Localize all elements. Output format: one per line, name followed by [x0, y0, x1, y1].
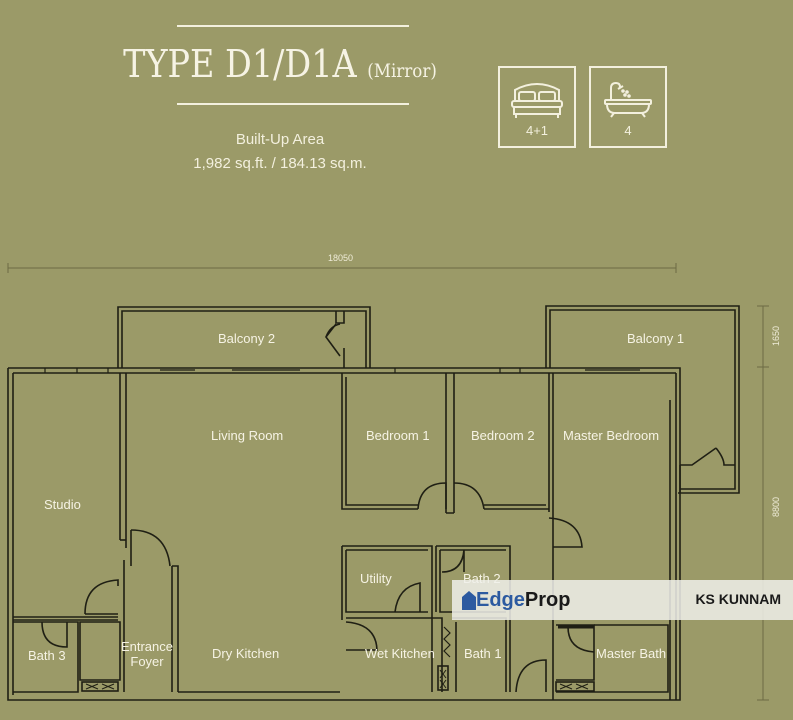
room-bath-1: Bath 1 [464, 646, 502, 661]
room-studio: Studio [44, 497, 81, 512]
dimension-unit-depth: 8800 [771, 496, 782, 518]
room-bath-3: Bath 3 [28, 648, 66, 663]
room-master-bedroom: Master Bedroom [563, 428, 660, 443]
area-label: Built-Up Area [235, 131, 325, 148]
logo-edge-text: Edge [476, 588, 525, 611]
title-rule-bottom [177, 103, 409, 105]
dimension-width: 18050 [328, 253, 354, 263]
unit-variant: (Mirror) [367, 60, 437, 82]
room-master-bath: Master Bath [596, 646, 667, 661]
room-balcony-1: Balcony 1 [627, 331, 685, 346]
page-title: TYPE D1/D1A (Mirror) [122, 42, 439, 86]
agent-name: KS KUNNAM [695, 591, 781, 607]
room-entrance-foyer-line-1: Entrance [120, 639, 174, 654]
dimension-lines [7, 263, 769, 701]
dimension-balcony-depth: 1650 [771, 325, 782, 347]
title-rule-top [177, 25, 409, 27]
room-utility: Utility [360, 571, 392, 586]
bedroom-count-box: 4+1 [498, 66, 576, 148]
bed-icon [511, 83, 563, 118]
room-living-room: Living Room [211, 428, 284, 443]
bedroom-count: 4+1 [525, 123, 549, 138]
area-value: 1,982 sq.ft. / 184.13 sq.m. [193, 155, 367, 172]
room-bedroom-2: Bedroom 2 [471, 428, 535, 443]
bathroom-count: 4 [624, 123, 632, 138]
house-logo-icon [462, 591, 476, 610]
room-bedroom-1: Bedroom 1 [366, 428, 430, 443]
room-wet-kitchen: Wet Kitchen [365, 646, 435, 661]
unit-type: TYPE D1/D1A [123, 42, 357, 86]
bathtub-icon [604, 81, 652, 118]
room-entrance-foyer: Entrance Foyer [120, 639, 174, 669]
room-balcony-2: Balcony 2 [218, 331, 276, 346]
logo-prop-text: Prop [524, 588, 571, 611]
room-dry-kitchen: Dry Kitchen [212, 646, 280, 661]
bathroom-count-box: 4 [589, 66, 667, 148]
room-entrance-foyer-line-2: Foyer [130, 654, 164, 669]
